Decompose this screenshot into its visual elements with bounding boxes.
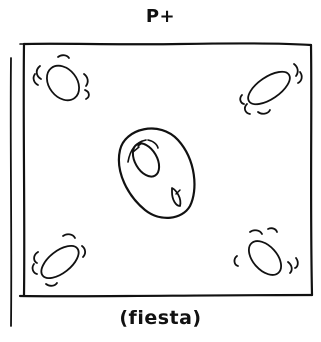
frame-outline — [9, 42, 314, 327]
corner-oval-top-right — [239, 63, 303, 115]
top-label: P+ — [145, 6, 176, 27]
center-shape — [117, 127, 196, 219]
bottom-label: (fiesta) — [119, 307, 202, 329]
corner-oval-top-left — [32, 54, 90, 102]
corner-oval-bottom-left — [31, 233, 87, 287]
corner-oval-bottom-right — [233, 227, 299, 276]
